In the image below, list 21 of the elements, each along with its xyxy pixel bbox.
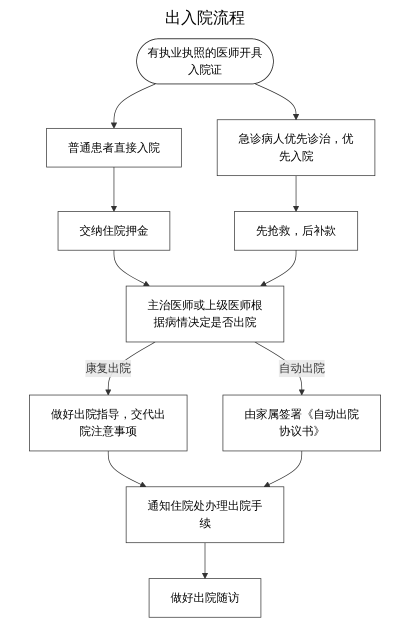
node-box: 做好出院随访 — [148, 578, 262, 618]
diagram-title: 出入院流程 — [164, 8, 246, 29]
arrow — [264, 450, 302, 488]
arrow — [114, 250, 150, 286]
node-box: 做好出院指导，交代出院注意事项 — [29, 394, 188, 452]
node-box: 通知住院处办理出院手续 — [126, 486, 284, 544]
node-box: 普通患者直接入院 — [46, 128, 182, 168]
arrow — [254, 84, 300, 120]
edge-label: 康复出院 — [85, 361, 132, 375]
arrow — [292, 175, 300, 212]
node-box: 交纳住院押金 — [58, 211, 170, 251]
node-box: 急诊病人优先诊治，优先入院 — [216, 119, 376, 176]
arrow — [110, 84, 156, 129]
node-box: 主治医师或上级医师根据病情决定是否出院 — [126, 286, 284, 342]
arrow — [108, 450, 146, 488]
edge-label: 自动出院 — [278, 361, 325, 375]
arrow — [260, 250, 296, 286]
arrow — [110, 166, 118, 212]
node-box: 先抢救，后补款 — [234, 211, 358, 251]
node-box: 由家属签署《自动出院协议书》 — [222, 394, 381, 452]
arrow — [202, 542, 208, 579]
